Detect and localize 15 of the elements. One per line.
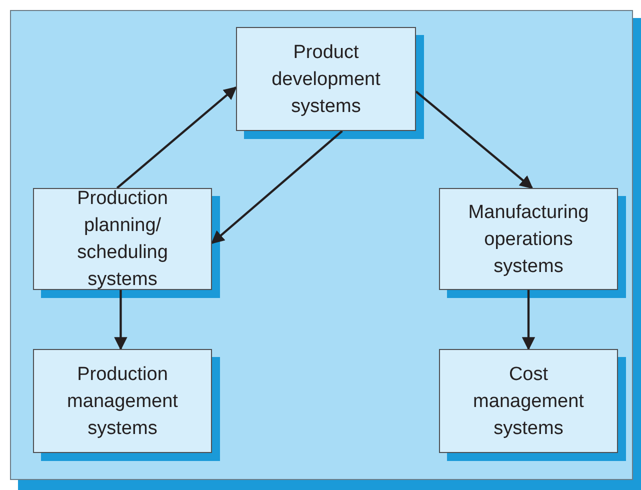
arrow	[114, 290, 128, 350]
arrow	[415, 90, 534, 189]
box-label: Production management systems	[66, 362, 179, 440]
arrow	[522, 290, 536, 350]
system-box	[236, 27, 416, 131]
system-box	[439, 349, 618, 453]
system-box	[33, 349, 212, 453]
arrow	[116, 86, 237, 189]
arrow	[211, 130, 343, 244]
box-label: Production planning/ scheduling systems	[76, 187, 169, 292]
box-label: Cost management systems	[472, 362, 585, 440]
box-label: Manufacturing operations systems	[467, 200, 590, 278]
box-label: Product development systems	[270, 40, 382, 118]
system-box	[33, 188, 212, 290]
system-box	[439, 188, 618, 290]
